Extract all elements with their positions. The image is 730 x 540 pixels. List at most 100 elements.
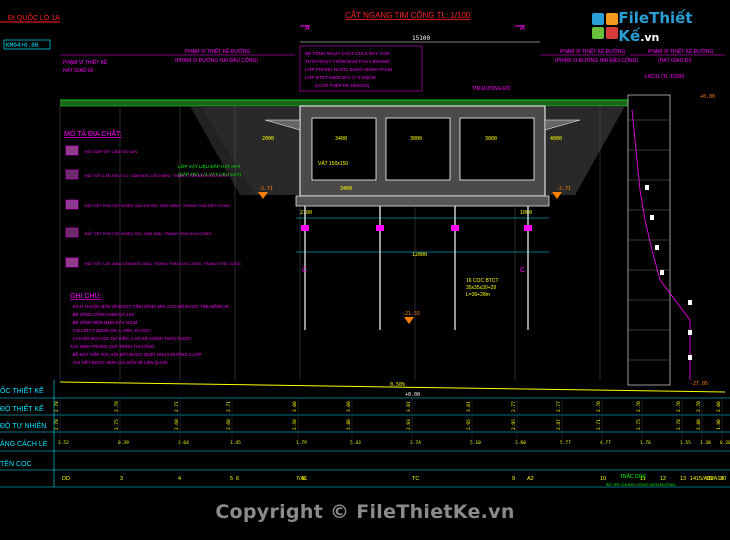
center-note-3: LỚP PHÒNG NƯỚC DẠNG MÀNG PHUN xyxy=(305,66,392,72)
dim-6: 2000 xyxy=(262,136,274,142)
cell-tn-1: 2.75 xyxy=(114,419,120,430)
coc-name-1: 3 xyxy=(120,476,123,482)
coc-name-11: 11 xyxy=(640,476,646,482)
dim-1: 3400 xyxy=(335,136,347,142)
right-header-3: PHẠM VI THIẾT KẾ ĐƯỜNG xyxy=(648,48,713,55)
svg-text:C: C xyxy=(520,267,525,274)
elev-4: -21.55 xyxy=(402,311,420,317)
section-a-left: A xyxy=(305,25,310,32)
cell-kc-9: 5.77 xyxy=(560,440,571,446)
note-8: - CHI TIẾT ĐƯỢC XEM CÁC BẢN VẼ LIÊN QUAN xyxy=(70,360,167,365)
dim-2: 3000 xyxy=(410,136,422,142)
section-a-right: A xyxy=(520,25,525,32)
mat-bang-sub: BỐ TRÍ CHUNG CỐNG ĐIỂN ĐƯỜNG xyxy=(606,482,676,487)
note-4: - CỌC BTCT 35X35 CM, L=30M, 16 CỌC. xyxy=(70,328,151,333)
coc-name-13: 13 xyxy=(680,476,686,482)
cell-tn-2: 2.60 xyxy=(174,419,180,430)
note-6: XÁC ĐỊNH TRONG QUÁ TRÌNH THI CÔNG. xyxy=(70,344,155,349)
mat-bang-title: TRẮC DỌC xyxy=(620,472,647,480)
coc-name-10: 10 xyxy=(600,476,606,482)
cell-tk-3: 2.71 xyxy=(226,401,232,412)
right-header-4: (HẠT GIAO ĐI) xyxy=(658,58,692,64)
coc-name-15: 15/A19 xyxy=(696,476,713,482)
ground-level: +0.00 xyxy=(405,392,420,398)
cell-tn-6: 2.93 xyxy=(406,419,412,430)
cell-tk-14: 2.00 xyxy=(716,401,722,412)
cell-tk-13: 2.70 xyxy=(696,401,702,412)
coc-name-9: A2 xyxy=(527,476,534,482)
cell-kc-7: 5.10 xyxy=(470,440,481,446)
elev-5: -27.05 xyxy=(690,381,708,387)
cell-kc-10: 4.77 xyxy=(600,440,611,446)
dim-8: 2100 xyxy=(300,210,312,216)
layer-2: ĐẤT SÉT LẪN HỮU CƠ, XÁM ĐEN, DẺO MỀM, TR… xyxy=(85,173,229,178)
cell-tk-5: 3.00 xyxy=(346,401,352,412)
brand-logo: FileThiết Kế.vn xyxy=(592,9,722,45)
cell-tk-9: 2.77 xyxy=(556,401,562,412)
tim-duong: TIM ĐƯỜNG ĐỔ xyxy=(472,85,511,92)
top-left-title: ĐI QUỐC LỘ 1A xyxy=(8,12,60,22)
center-note-5: (LƯỚI THÉP D6 100x100) xyxy=(315,82,370,88)
note-1: - KÍCH THƯỚC BẢN VẼ ĐƯỢC TÍNH BẰNG MM, C… xyxy=(70,304,229,309)
right-header-2: (PHẠM VI ĐƯỜNG HAI ĐẦU CỐNG) xyxy=(555,57,638,64)
cell-kc-6: 3.74 xyxy=(410,440,421,446)
cell-tk-4: 3.00 xyxy=(292,401,298,412)
coc-note-1: 16 CỌC BTCT xyxy=(466,278,499,284)
cell-kc-1: 0.39 xyxy=(118,440,129,446)
cell-tk-7: 3.01 xyxy=(466,401,472,412)
cell-kc-4: 1.79 xyxy=(296,440,307,446)
coc-name-5: 7/A1 xyxy=(296,476,307,482)
label-row-4: TÊN CỌC xyxy=(0,459,32,468)
coc-name-17: 20 xyxy=(720,476,726,482)
coc-name-12: 12 xyxy=(660,476,666,482)
cell-tn-7: 2.95 xyxy=(466,419,472,430)
cell-kc-5: 5.43 xyxy=(350,440,361,446)
cell-kc-3: 1.45 xyxy=(230,440,241,446)
layer-5: ĐẤT SÉT CÁT, MÀU XÁM ĐEN, NÂU, TRẠNG THÁ… xyxy=(85,261,241,266)
logo-brand: FileThiết Kế xyxy=(618,9,693,45)
label-row-3: ẢNG CÁCH LẺ xyxy=(0,439,48,448)
elev-1: -2.71 xyxy=(258,186,273,192)
lkdt-label: LKD11 (TL 1/200) xyxy=(645,74,685,80)
layer-1: ĐẤT ĐẮP SÉT LẪN SỎI SẠN xyxy=(85,149,137,154)
dim-3: 3000 xyxy=(485,136,497,142)
cell-tk-2: 2.71 xyxy=(174,401,180,412)
cell-kc-11: 1.76 xyxy=(640,440,651,446)
label-row-2: ĐỘ TỰ NHIÊN xyxy=(0,421,46,430)
coc-name-2: 4 xyxy=(178,476,181,482)
cell-tk-11: 2.70 xyxy=(636,401,642,412)
copyright-watermark: Copyright © FileThietKe.vn xyxy=(215,501,515,523)
elev-2: -2.71 xyxy=(556,186,571,192)
km-label: KM04+0.00 xyxy=(6,42,39,49)
cell-tn-4: 2.50 xyxy=(292,419,298,430)
logo-tld: .vn xyxy=(640,31,660,44)
coc-name-14: 14 xyxy=(690,476,696,482)
lop-vat-lieu-2: (ĐẮP TRẢ LẠI VẬT LIỆU CÁT) xyxy=(178,170,242,177)
right-header-1: PHẠM VI THIẾT KẾ ĐƯỜNG xyxy=(560,48,625,55)
cell-tk-1: 2.78 xyxy=(114,401,120,412)
cell-tk-0: 2.78 xyxy=(54,401,60,412)
note-7: - BỀ MẶT TIẾP XÚC VỚI ĐẤT ĐƯỢC QUÉT NHỰA… xyxy=(70,352,201,357)
cell-tn-3: 2.60 xyxy=(226,419,232,430)
coc-name-7: TC xyxy=(412,476,419,482)
dim-4: 3400 xyxy=(340,186,352,192)
label-row-1: ĐỘ THIẾT KẾ xyxy=(0,403,44,413)
geo-legend: ĐẤT ĐẮP SÉT LẪN SỎI SẠN ĐẤT SÉT LẪN HỮU … xyxy=(65,145,241,268)
lop-vat-lieu: LỚP VẬT LIỆU ĐẮP HẠT HẠT xyxy=(178,162,241,169)
cell-kc-14: 0.20 xyxy=(720,440,730,446)
mo-ta-title: MÔ TẢ ĐỊA CHẤT: xyxy=(64,128,121,138)
cell-tn-11: 2.75 xyxy=(636,419,642,430)
left-header-2: (PHẠM VI ĐƯỜNG HAI ĐẦU CỐNG) xyxy=(175,57,258,64)
cell-tn-10: 2.71 xyxy=(596,419,602,430)
elev-3: +0.00 xyxy=(700,94,715,100)
cell-kc-12: 1.55 xyxy=(680,440,691,446)
center-note-2: TƯỚI NHỰA THẤM BÁM TCN 1,0KG/M2 xyxy=(305,58,390,64)
note-2: - BÊ TÔNG CỐNG M300 ĐÁ 1X2 xyxy=(70,312,135,317)
left-header-1: PHẠM VI THIẾT KẾ ĐƯỜNG xyxy=(185,48,250,55)
cell-kc-0: 3.52 xyxy=(58,440,69,446)
logo-icon xyxy=(592,13,618,41)
cell-tk-10: 2.70 xyxy=(596,401,602,412)
coc-name-4: 6 xyxy=(236,476,239,482)
coc-name-6: 8 xyxy=(302,476,305,482)
left-note-2: HẠT GIAO ĐI xyxy=(63,68,93,74)
